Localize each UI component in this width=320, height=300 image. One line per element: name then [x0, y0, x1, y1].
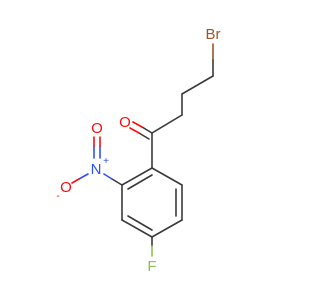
bond-c1-o-b — [138, 132, 150, 140]
atom-oxygen-nitro-left: O — [60, 179, 72, 196]
bond-ring-4 — [121, 219, 153, 238]
atom-oxygen-nitro-top: O — [91, 120, 103, 137]
bond-ring-n — [111, 178, 123, 186]
bond-ring-6 — [121, 167, 153, 186]
atom-oxygen-carbonyl: O — [119, 114, 131, 131]
atom-labels: Br O N + O O - F — [56, 26, 220, 275]
bond-ring-4-inner — [127, 215, 153, 231]
atom-nitrogen: N — [91, 161, 102, 178]
bonds — [71, 43, 214, 257]
bond-c1-o-b2 — [129, 127, 140, 134]
bond-ring-6-inner — [127, 174, 153, 190]
bond-c1-o-a — [141, 126, 153, 134]
atom-bromine: Br — [206, 26, 221, 43]
bond-n-o-left — [78, 173, 89, 180]
bond-ring-3 — [151, 219, 183, 238]
bond-c4-c3 — [181, 75, 214, 95]
bond-c1-o-a2 — [132, 121, 143, 128]
bond-ring-1 — [151, 167, 183, 186]
atom-fluorine: F — [147, 258, 156, 275]
bond-c2-c1 — [151, 114, 183, 134]
molecule-structure: Br O N + O O - F — [56, 26, 220, 275]
bond-n-o-left2 — [71, 178, 80, 184]
oxygen-charge: - — [56, 191, 59, 202]
bond-ring-n2 — [103, 173, 113, 180]
nitrogen-charge: + — [103, 156, 109, 167]
